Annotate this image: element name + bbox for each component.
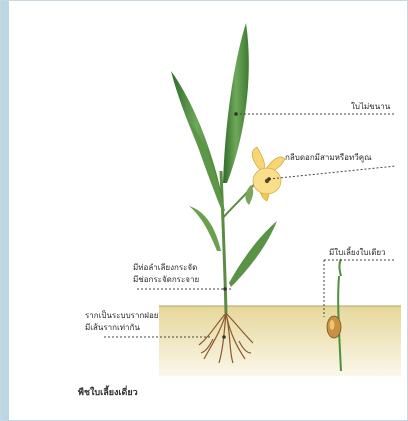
soil-area	[159, 306, 401, 376]
leaf-tall-right	[223, 23, 249, 183]
leaf-mid-left	[189, 121, 225, 211]
label-stem-2: มีช่อกระจัดกระจาย	[133, 275, 199, 285]
label-flower: กลีบดอกมีสามหรือทวีคูณ	[285, 153, 372, 163]
label-root-2: มีเส้นรากเท่ากัน	[85, 323, 140, 333]
label-root-1: รากเป็นระบบรากฝอย	[85, 311, 158, 321]
label-seed: มีใบเลี้ยงใบเดียว	[329, 248, 386, 258]
flower	[245, 147, 285, 205]
label-stem-1: มีท่อลำเลียงกระจัด	[133, 263, 197, 273]
leaf-lower-right	[229, 221, 277, 287]
diagram-title: พืชใบเลี้ยงเดี่ยว	[78, 385, 138, 399]
label-leaf: ใบไม่ขนาน	[351, 102, 390, 112]
callout-lines	[104, 114, 396, 337]
leaf-small-left	[189, 206, 221, 251]
main-stem	[221, 171, 226, 313]
